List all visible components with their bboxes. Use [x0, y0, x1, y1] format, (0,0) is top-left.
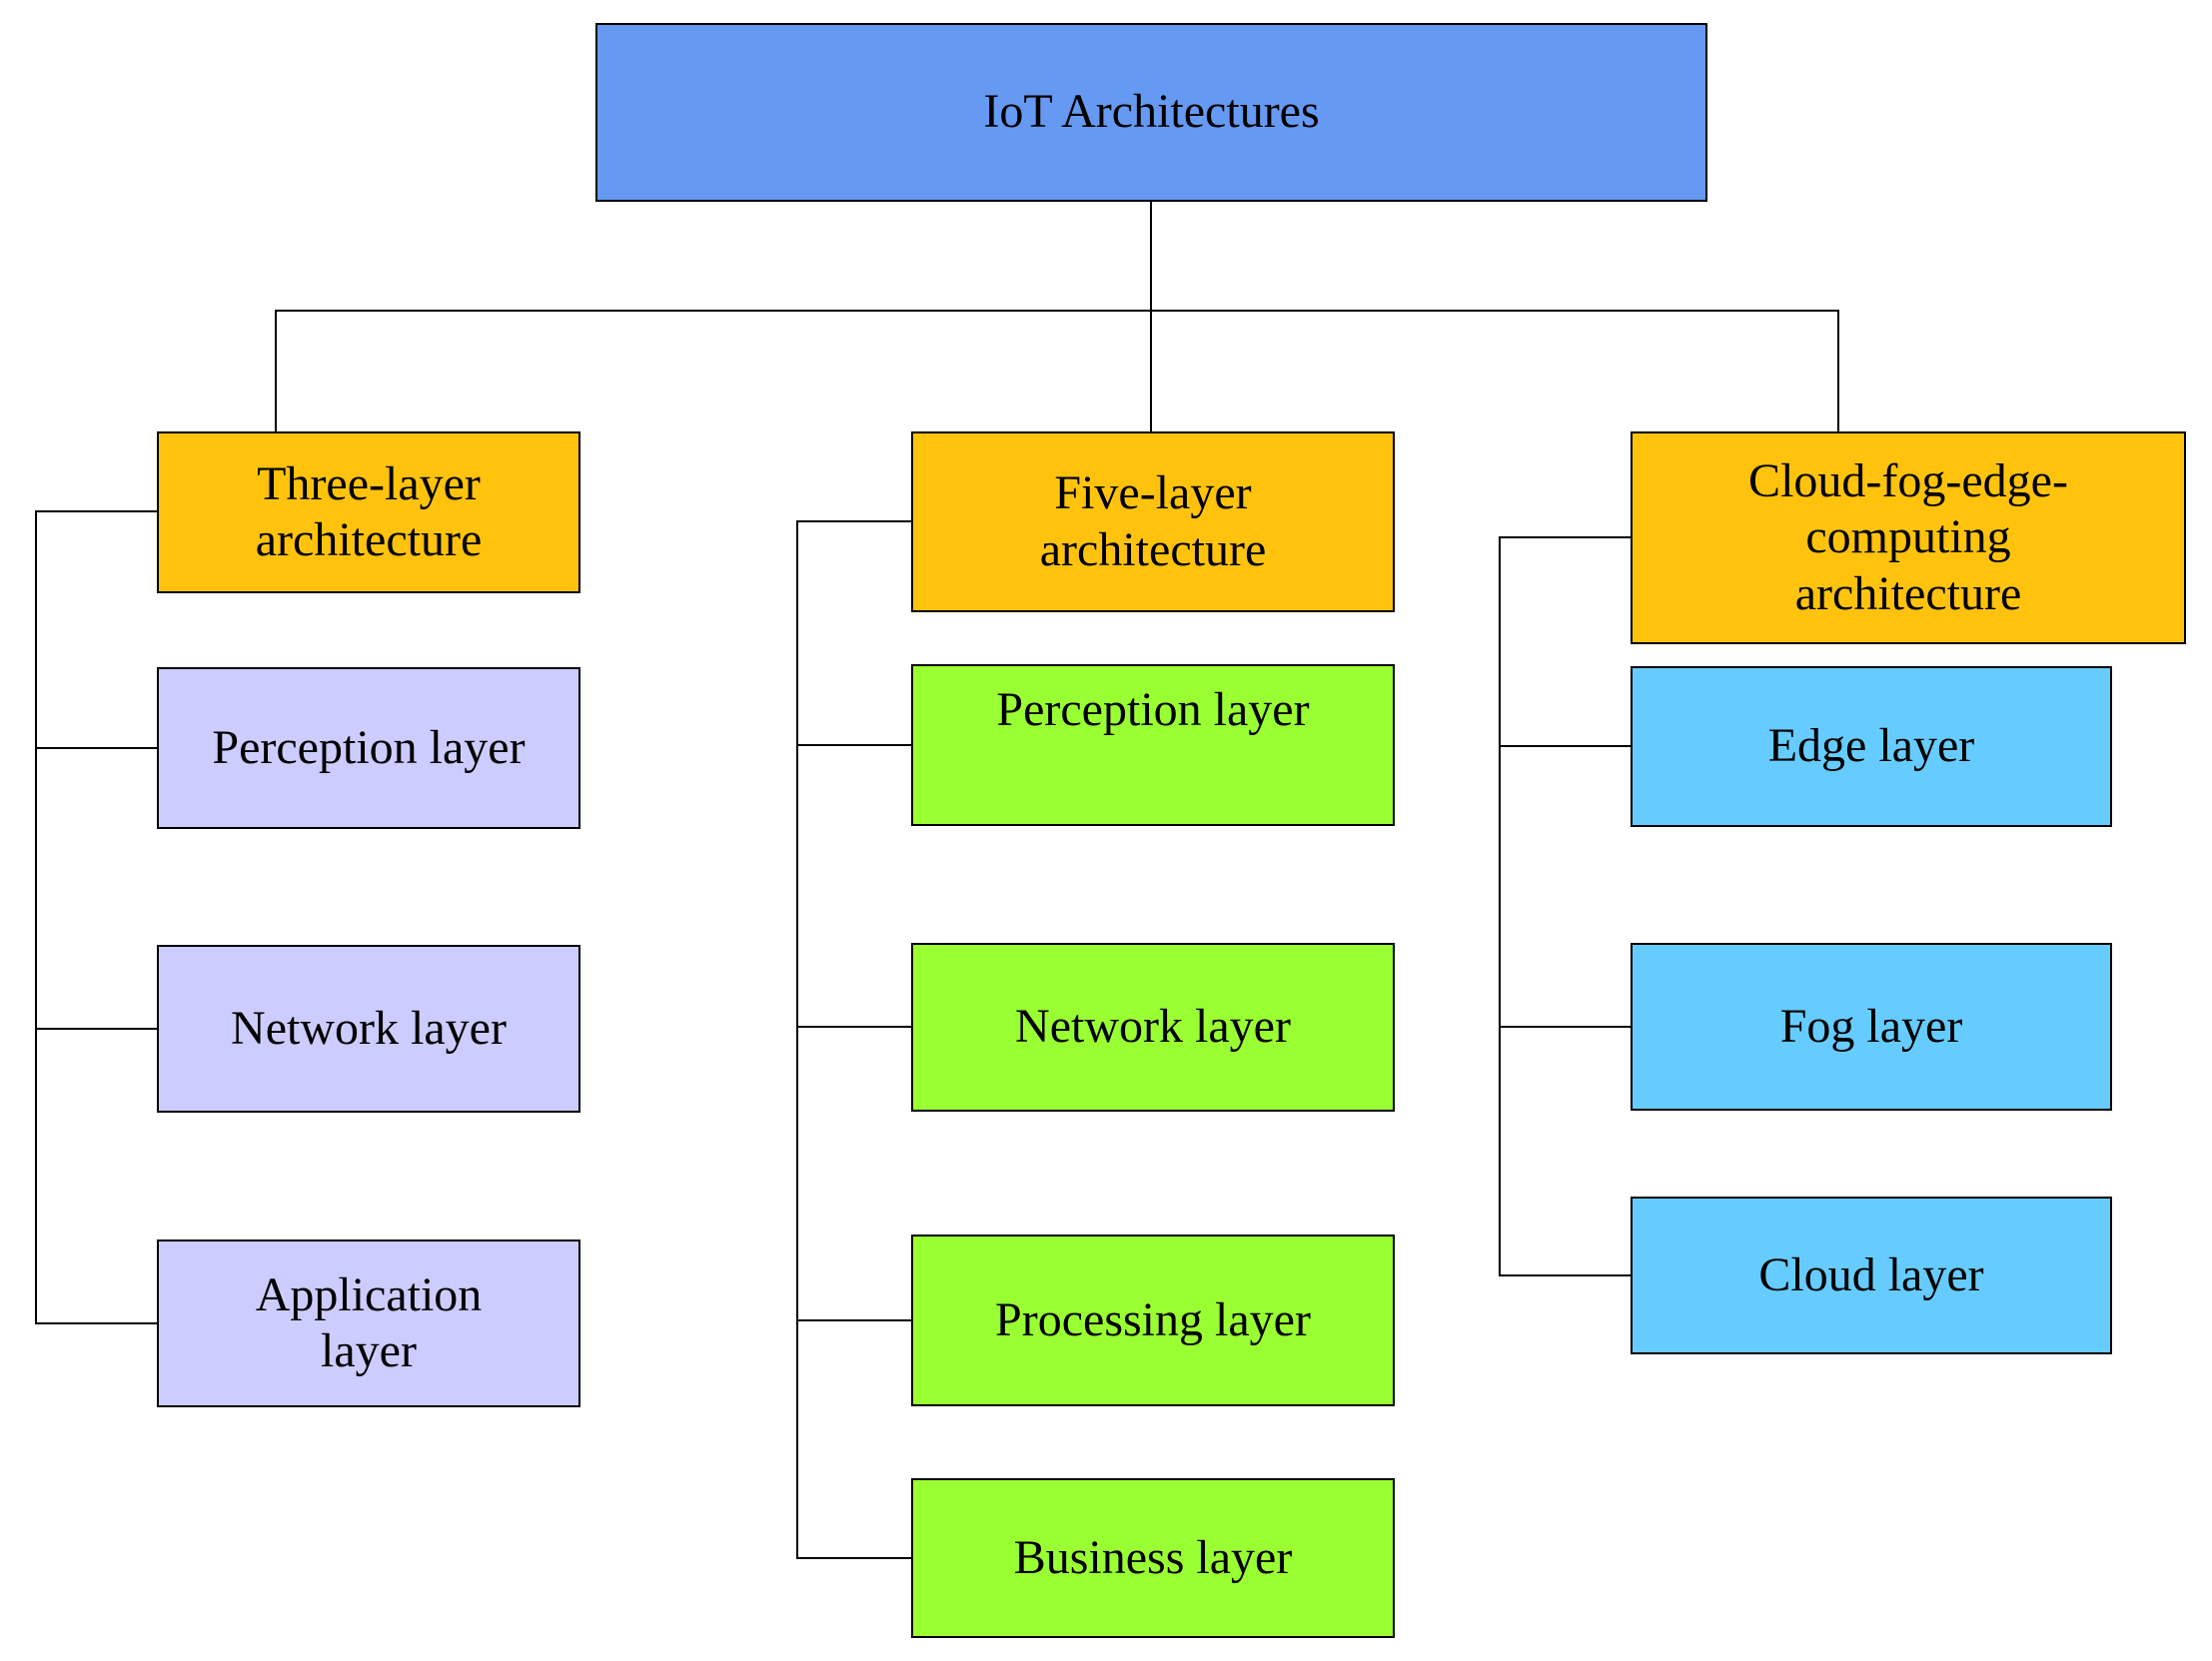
bracket-branch-perception-five	[796, 744, 911, 746]
application-layer-box: Application layer	[157, 1240, 580, 1407]
edge-layer-label: Edge layer	[1767, 719, 1975, 773]
business-layer-label: Business layer	[1013, 1530, 1293, 1584]
perception-layer-box-five: Perception layer	[911, 664, 1395, 826]
bracket-branch-business	[796, 1557, 911, 1559]
cloud-layer-label: Cloud layer	[1758, 1247, 1984, 1301]
business-layer-box: Business layer	[911, 1478, 1395, 1638]
bracket-branch-network-five	[796, 1026, 911, 1028]
processing-layer-box: Processing layer	[911, 1235, 1395, 1406]
perception-layer-box-three: Perception layer	[157, 667, 580, 829]
bracket-branch-application	[35, 1322, 157, 1324]
bracket-branch-network-three	[35, 1028, 157, 1030]
bracket-branch-cloud-parent	[1499, 536, 1631, 538]
three-layer-architecture-label: Three-layer architecture	[255, 456, 483, 566]
network-layer-box-three: Network layer	[157, 945, 580, 1113]
connector-drop-cloud-fog-edge	[1837, 310, 1839, 431]
edge-layer-box: Edge layer	[1631, 666, 2112, 827]
network-layer-box-five: Network layer	[911, 943, 1395, 1112]
bracket-branch-three-parent	[35, 510, 157, 512]
connector-drop-three-layer	[275, 310, 277, 431]
connector-root-drop	[1150, 202, 1152, 312]
fog-layer-label: Fog layer	[1779, 999, 1963, 1053]
bracket-branch-processing	[796, 1319, 911, 1321]
bracket-branch-fog	[1499, 1026, 1631, 1028]
cloud-layer-box: Cloud layer	[1631, 1197, 2112, 1354]
bracket-branch-cloud	[1499, 1274, 1631, 1276]
bracket-vertical-cloud-fog-edge	[1499, 536, 1501, 1276]
perception-layer-label-five: Perception layer	[996, 682, 1310, 736]
processing-layer-label: Processing layer	[995, 1292, 1311, 1346]
five-layer-architecture-label: Five-layer architecture	[1039, 466, 1267, 576]
five-layer-architecture-box: Five-layer architecture	[911, 431, 1395, 612]
network-layer-label-five: Network layer	[1015, 1000, 1291, 1054]
connector-trunk-horizontal	[276, 310, 1839, 312]
root-box-iot-architectures: IoT Architectures	[595, 23, 1707, 202]
connector-drop-five-layer	[1150, 310, 1152, 431]
cloud-fog-edge-architecture-label: Cloud-fog-edge- computing architecture	[1748, 454, 2068, 620]
bracket-vertical-three-layer	[35, 511, 37, 1324]
network-layer-label-three: Network layer	[231, 1001, 507, 1055]
cloud-fog-edge-architecture-box: Cloud-fog-edge- computing architecture	[1631, 431, 2186, 644]
bracket-branch-perception-three	[35, 747, 157, 749]
fog-layer-box: Fog layer	[1631, 943, 2112, 1111]
bracket-vertical-five-layer	[796, 520, 798, 1559]
perception-layer-label-three: Perception layer	[212, 720, 526, 774]
three-layer-architecture-box: Three-layer architecture	[157, 431, 580, 593]
bracket-branch-edge	[1499, 745, 1631, 747]
root-label: IoT Architectures	[983, 85, 1320, 139]
application-layer-label: Application layer	[255, 1267, 483, 1377]
bracket-branch-five-parent	[796, 520, 911, 522]
